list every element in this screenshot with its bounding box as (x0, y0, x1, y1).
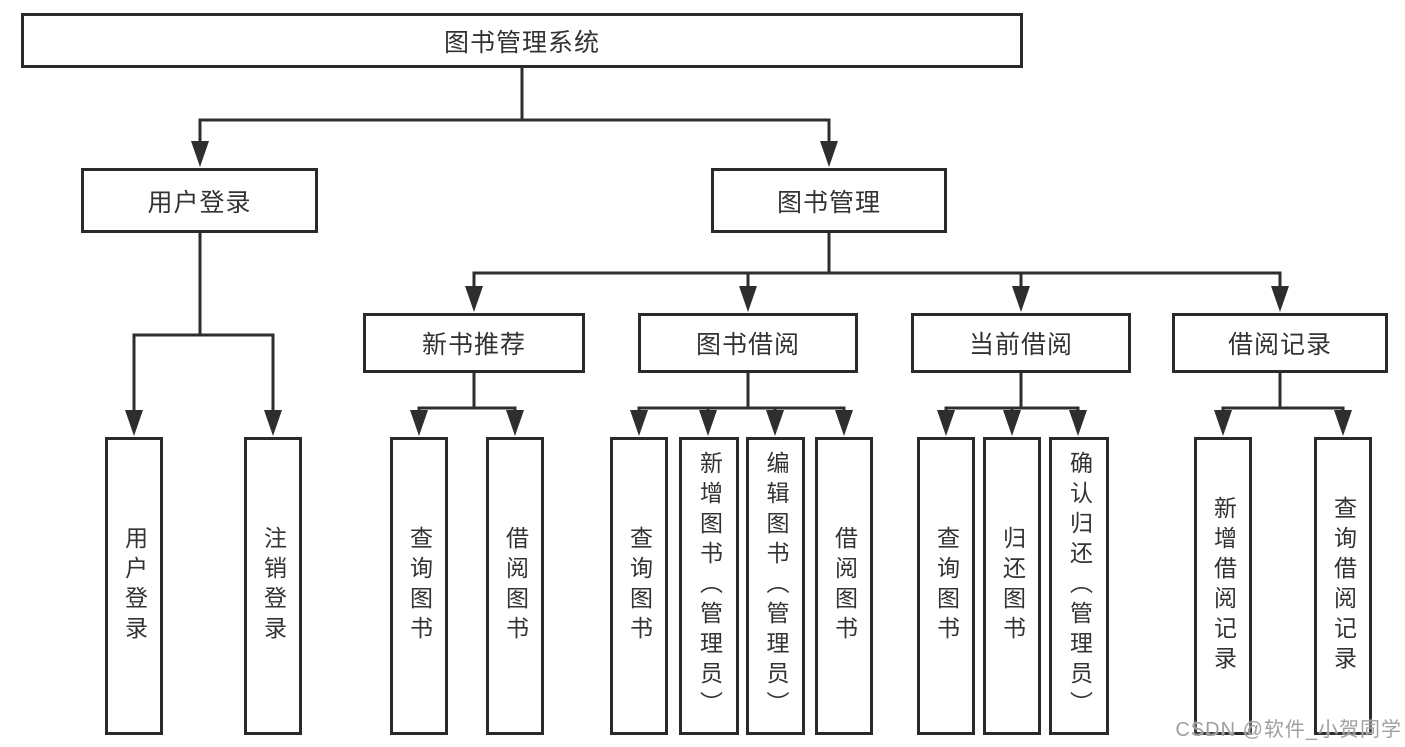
leaf-add-books-admin: 新增图书（管理员） (679, 437, 739, 735)
node-borrow-records: 借阅记录 (1172, 313, 1388, 373)
leaf-user-login: 用户登录 (105, 437, 163, 735)
leaf-return-books: 归还图书 (983, 437, 1041, 735)
leaf-logout: 注销登录 (244, 437, 302, 735)
leaf-edit-books-admin: 编辑图书（管理员） (746, 437, 805, 735)
node-user-login: 用户登录 (81, 168, 318, 233)
node-new-book-recommend: 新书推荐 (363, 313, 585, 373)
node-current-borrow: 当前借阅 (911, 313, 1131, 373)
leaf-query-borrow-record: 查询借阅记录 (1314, 437, 1372, 735)
leaf-confirm-return-admin: 确认归还（管理员） (1049, 437, 1109, 735)
node-book-management: 图书管理 (711, 168, 947, 233)
leaf-borrow-query-books: 查询图书 (610, 437, 668, 735)
leaf-newbook-query-books: 查询图书 (390, 437, 448, 735)
leaf-borrow-borrow-books: 借阅图书 (815, 437, 873, 735)
leaf-add-borrow-record: 新增借阅记录 (1194, 437, 1252, 735)
node-book-borrow: 图书借阅 (638, 313, 858, 373)
node-root-library-system: 图书管理系统 (21, 13, 1023, 68)
csdn-watermark: CSDN @软件_小贺同学 (1175, 719, 1402, 741)
leaf-newbook-borrow-books: 借阅图书 (486, 437, 544, 735)
leaf-current-query-books: 查询图书 (917, 437, 975, 735)
